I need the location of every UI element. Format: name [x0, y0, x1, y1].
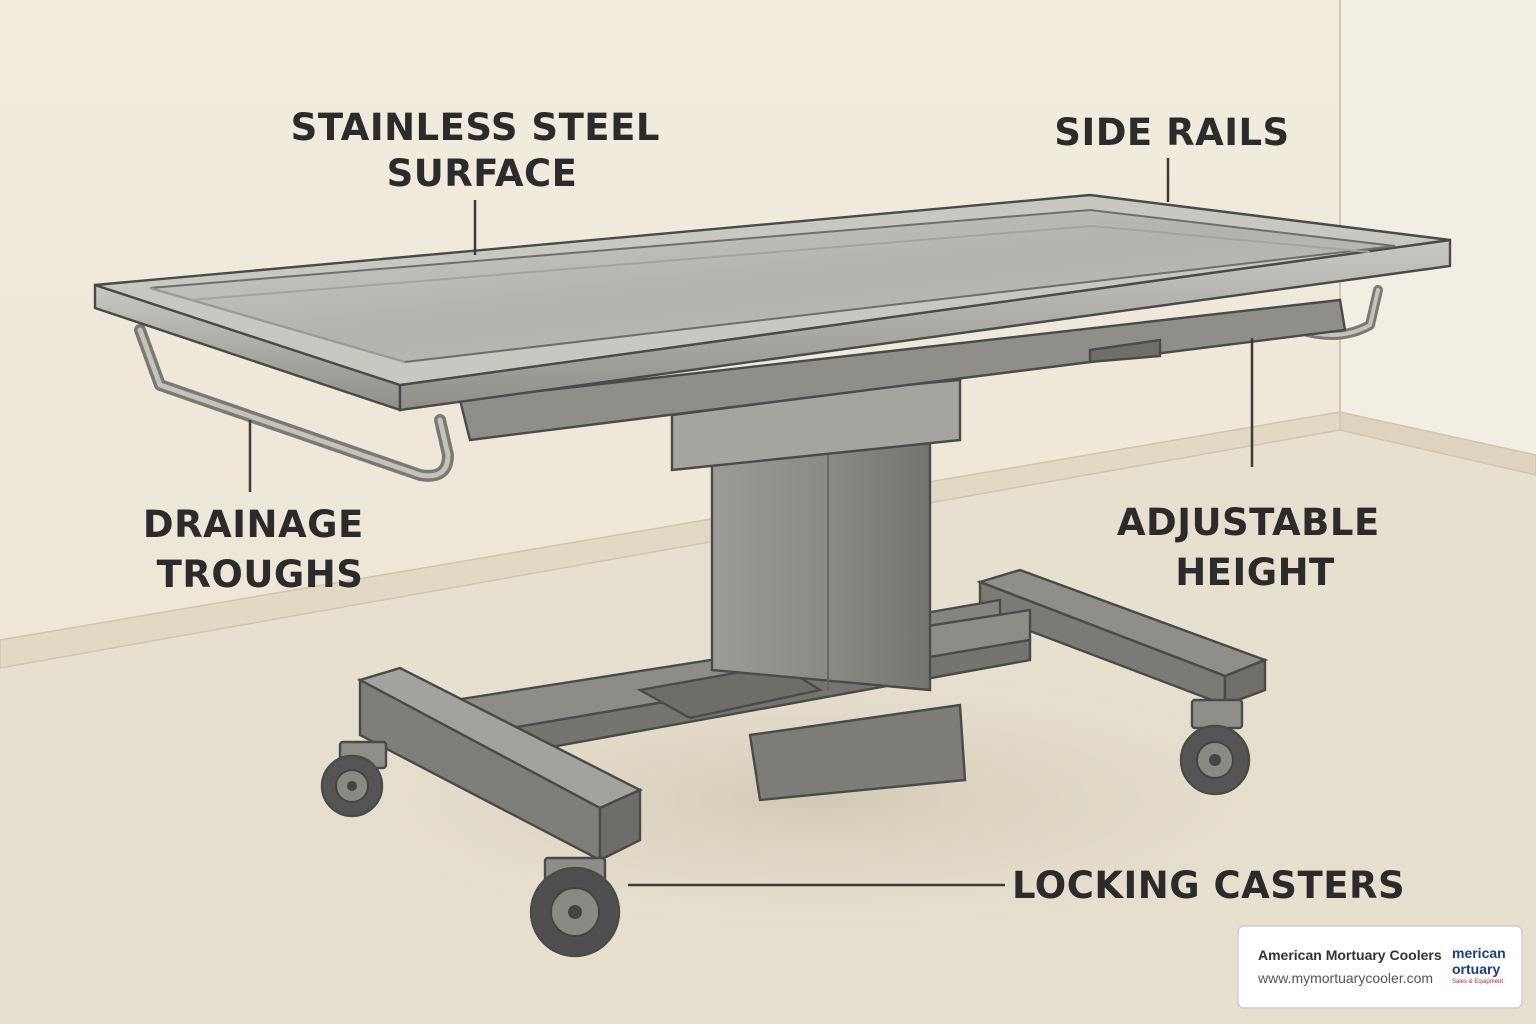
company-logo: merican ortuary Sales & Equipment	[1452, 945, 1506, 985]
badge-box	[1237, 925, 1523, 1009]
company-badge: American Mortuary Coolers www.mymortuary…	[1237, 925, 1523, 1009]
height-column	[670, 360, 962, 692]
label-drainage-troughs: DRAINAGE TROUGHS	[143, 503, 377, 596]
baseboard-side	[1339, 411, 1536, 476]
caster-front-right	[529, 856, 621, 958]
table-top	[93, 193, 1452, 442]
logo-tagline: Sales & Equipment	[1452, 979, 1503, 985]
logo-line-2: ortuary	[1452, 961, 1500, 977]
label-side-rails: SIDE RAILS	[1054, 111, 1289, 154]
callout-labels: STAINLESS STEEL SURFACE SIDE RAILS DRAIN…	[143, 106, 1405, 907]
label-locking-casters: LOCKING CASTERS	[1012, 864, 1405, 907]
label-adjustable-height: ADJUSTABLE HEIGHT	[1117, 501, 1393, 594]
badge-company-name: American Mortuary Coolers	[1258, 947, 1442, 963]
caster-back-right	[1179, 698, 1251, 796]
badge-url: www.mymortuarycooler.com	[1257, 970, 1433, 986]
caster-front-left	[320, 740, 388, 818]
logo-line-1: merican	[1452, 945, 1506, 961]
leader-lines	[248, 158, 1254, 887]
side-wall	[1340, 0, 1536, 470]
label-stainless-steel-surface: STAINLESS STEEL SURFACE	[291, 106, 674, 195]
